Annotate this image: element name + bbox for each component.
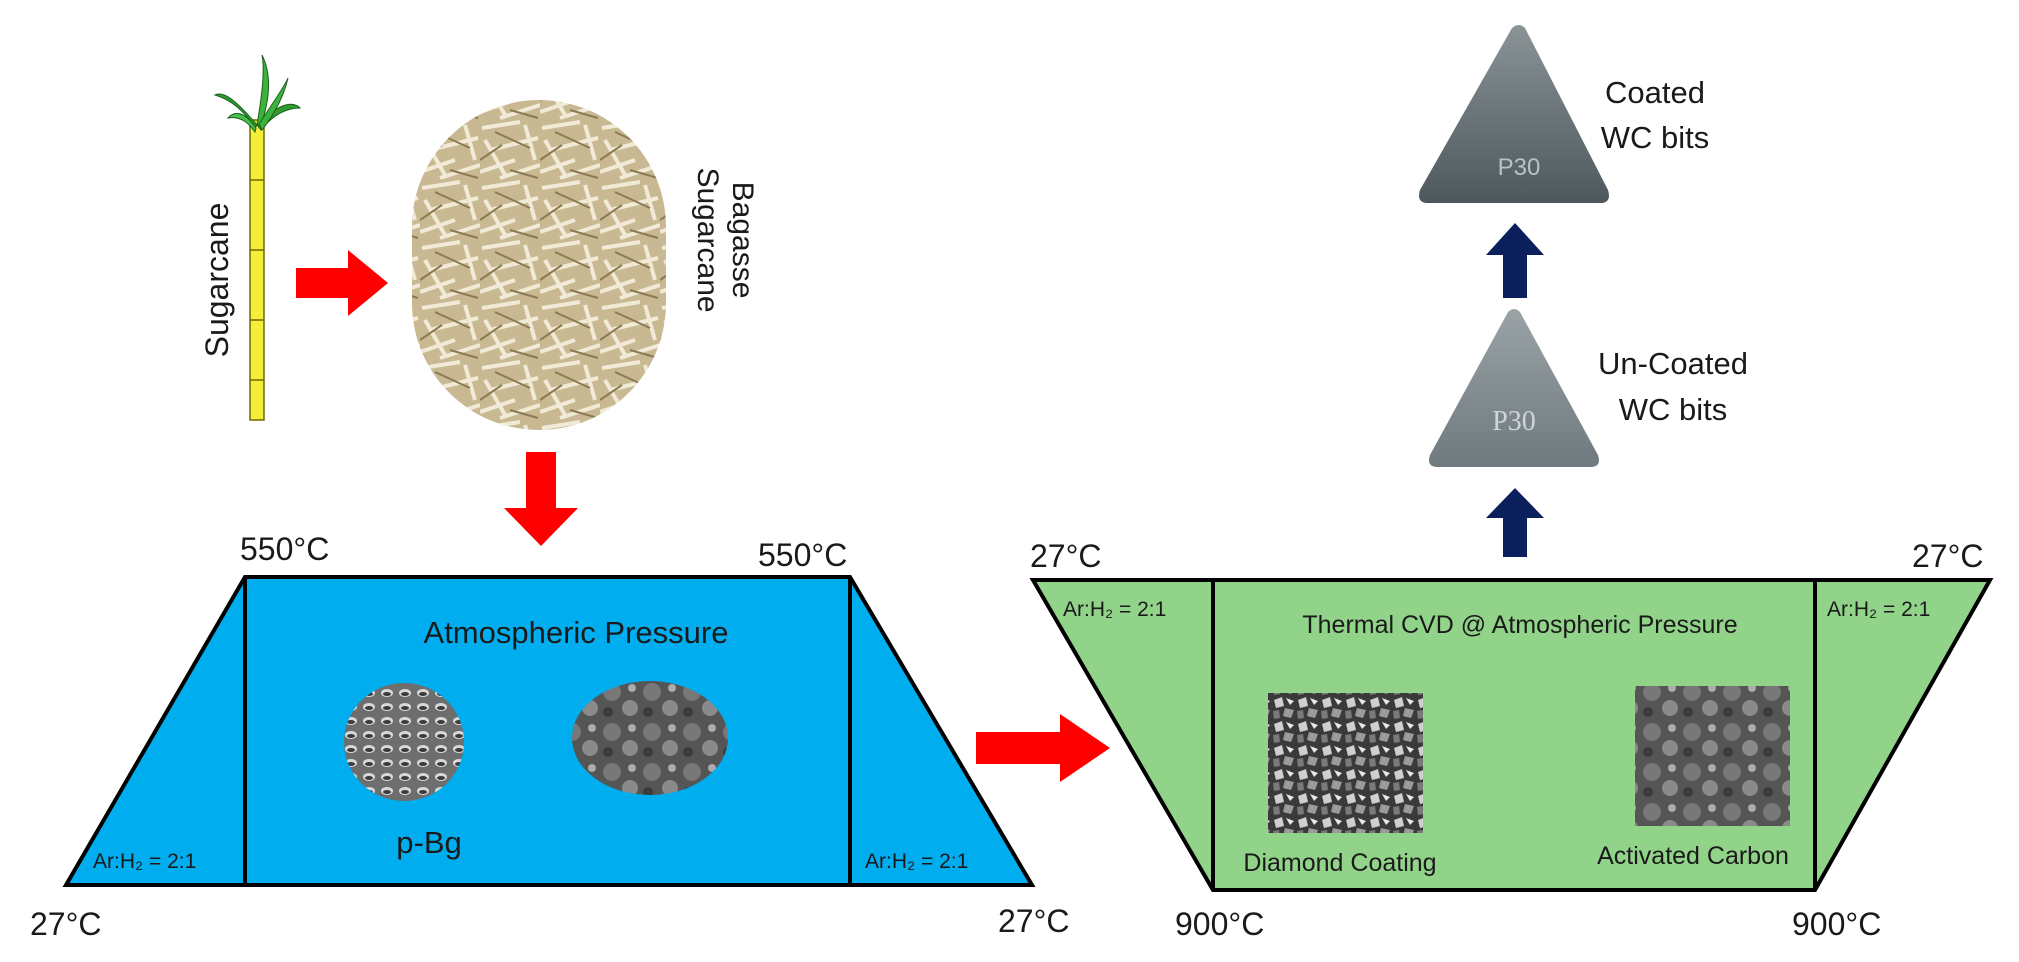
- cvd-temp-bottom-left: 900°C: [1175, 906, 1264, 942]
- activated-carbon-sem-image: [1635, 686, 1790, 826]
- pyrolysis-title: Atmospheric Pressure: [424, 615, 729, 650]
- pyrolysis-furnace: [62, 575, 1036, 887]
- cvd-title: Thermal CVD @ Atmospheric Pressure: [1302, 611, 1737, 639]
- arrow-to-pyrolysis: [504, 452, 578, 546]
- bagasse-label-line2: Bagasse: [726, 182, 759, 299]
- pbg-sem-image-1: [344, 683, 464, 801]
- pbg-label: p-Bg: [396, 825, 461, 860]
- bagasse-label-line1: Sugarcane: [691, 167, 724, 312]
- uncoated-bit-mark: P30: [1492, 406, 1536, 437]
- sugarcane-label: Sugarcane: [199, 203, 235, 358]
- uncoated-wc-bit-icon: P30: [1429, 309, 1599, 467]
- pyrolysis-temp-top-left: 550°C: [240, 531, 329, 567]
- uncoated-label-line2: WC bits: [1619, 392, 1728, 427]
- coated-label-line1: Coated: [1605, 75, 1705, 110]
- cvd-temp-top-left: 27°C: [1030, 538, 1102, 574]
- arrow-to-uncoated-bits: [1486, 488, 1544, 557]
- pyrolysis-temp-bottom-right: 27°C: [998, 903, 1070, 939]
- arrow-to-bagasse: [296, 250, 388, 316]
- diamond-coating-sem-image: [1268, 693, 1423, 833]
- arrow-to-coated-bits: [1486, 223, 1544, 298]
- uncoated-label-line1: Un-Coated: [1598, 346, 1748, 381]
- cvd-temp-bottom-right: 900°C: [1792, 906, 1881, 942]
- coated-wc-bit-icon: P30: [1419, 25, 1609, 203]
- arrow-to-cvd: [976, 714, 1110, 782]
- bagasse-photo: [412, 100, 666, 430]
- cvd-gas-right: Ar:H₂ = 2:1: [1827, 598, 1930, 621]
- coated-bit-mark: P30: [1498, 154, 1541, 181]
- cvd-temp-top-right: 27°C: [1912, 538, 1984, 574]
- activated-carbon-label: Activated Carbon: [1597, 842, 1789, 870]
- pyrolysis-temp-top-right: 550°C: [758, 537, 847, 573]
- pyrolysis-gas-left: Ar:H₂ = 2:1: [93, 850, 196, 873]
- coated-label-line2: WC bits: [1601, 120, 1710, 155]
- pbg-sem-image-2: [572, 681, 728, 795]
- diamond-coating-label: Diamond Coating: [1243, 849, 1436, 877]
- pyrolysis-temp-bottom-left: 27°C: [30, 906, 102, 942]
- pyrolysis-gas-right: Ar:H₂ = 2:1: [865, 850, 968, 873]
- cvd-gas-left: Ar:H₂ = 2:1: [1063, 598, 1166, 621]
- sugarcane-icon: [213, 54, 302, 421]
